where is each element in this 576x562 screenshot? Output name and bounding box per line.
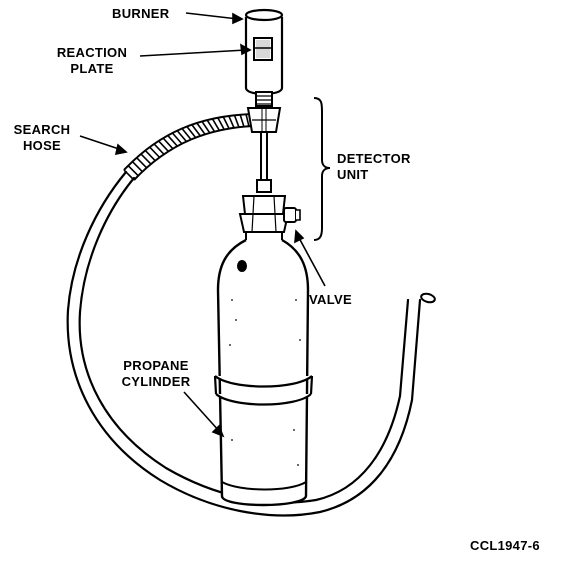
propane-cylinder-label-line2: CYLINDER xyxy=(121,374,191,389)
hose-rib xyxy=(181,127,192,141)
hose-rib xyxy=(228,115,235,129)
reaction-plate-label-line1: REACTION xyxy=(56,45,128,60)
propane-cylinder-label: PROPANE CYLINDER xyxy=(101,358,211,390)
burner-label: BURNER xyxy=(112,6,169,22)
hose-rib xyxy=(158,140,169,152)
figure-id-text: CCL1947-6 xyxy=(470,538,540,553)
search-hose-label: SEARCH HOSE xyxy=(7,122,77,154)
corrugated-hose xyxy=(123,113,255,181)
hose-rib xyxy=(176,130,188,143)
hose-rib xyxy=(191,124,201,137)
burner-connector xyxy=(246,91,282,133)
reaction-plate-label: REACTION PLATE xyxy=(48,45,136,77)
hose-rib xyxy=(131,161,143,173)
hose-rib xyxy=(144,149,156,162)
hose-rib xyxy=(233,114,240,128)
valve-label: VALVE xyxy=(309,292,352,308)
hose-rib xyxy=(239,114,245,127)
leader-arrows xyxy=(79,12,326,438)
detector-unit-bracket xyxy=(313,97,331,241)
reaction-plate-label-line2: PLATE xyxy=(70,61,114,76)
hose-rib xyxy=(123,169,135,181)
propane-cylinder-label-line1: PROPANE xyxy=(123,358,189,373)
hose-rib xyxy=(196,122,206,135)
detector-tube xyxy=(256,132,272,193)
propane-cylinder xyxy=(213,238,314,507)
hose-rib xyxy=(201,120,211,134)
search-hose xyxy=(66,170,436,517)
hose-rib xyxy=(171,132,183,145)
search-hose-label-line1: SEARCH xyxy=(13,122,71,137)
cylinder-valve-head xyxy=(238,195,301,242)
hose-rib xyxy=(167,134,178,147)
hose-rib xyxy=(140,153,152,165)
hose-rib xyxy=(127,165,139,177)
hose-rib xyxy=(136,157,148,169)
burner-label-text: BURNER xyxy=(112,6,170,21)
hose-rib xyxy=(222,116,230,129)
hose-rib xyxy=(149,146,161,158)
hose-rib xyxy=(211,118,221,131)
detector-unit-label: DETECTOR UNIT xyxy=(337,151,411,183)
detector-unit-label-line1: DETECTOR xyxy=(337,151,411,166)
hose-rib xyxy=(186,126,197,139)
hose-rib xyxy=(153,143,165,155)
hose-rib xyxy=(206,119,216,133)
detector-unit-label-line2: UNIT xyxy=(337,167,369,182)
hose-rib xyxy=(162,137,174,150)
valve-label-text: VALVE xyxy=(309,292,352,307)
burner-chimney xyxy=(244,8,284,96)
search-hose-label-line2: HOSE xyxy=(22,138,62,153)
hose-rib xyxy=(217,117,225,130)
hose-rib xyxy=(245,114,250,127)
figure-id-label: CCL1947-6 xyxy=(470,538,540,554)
